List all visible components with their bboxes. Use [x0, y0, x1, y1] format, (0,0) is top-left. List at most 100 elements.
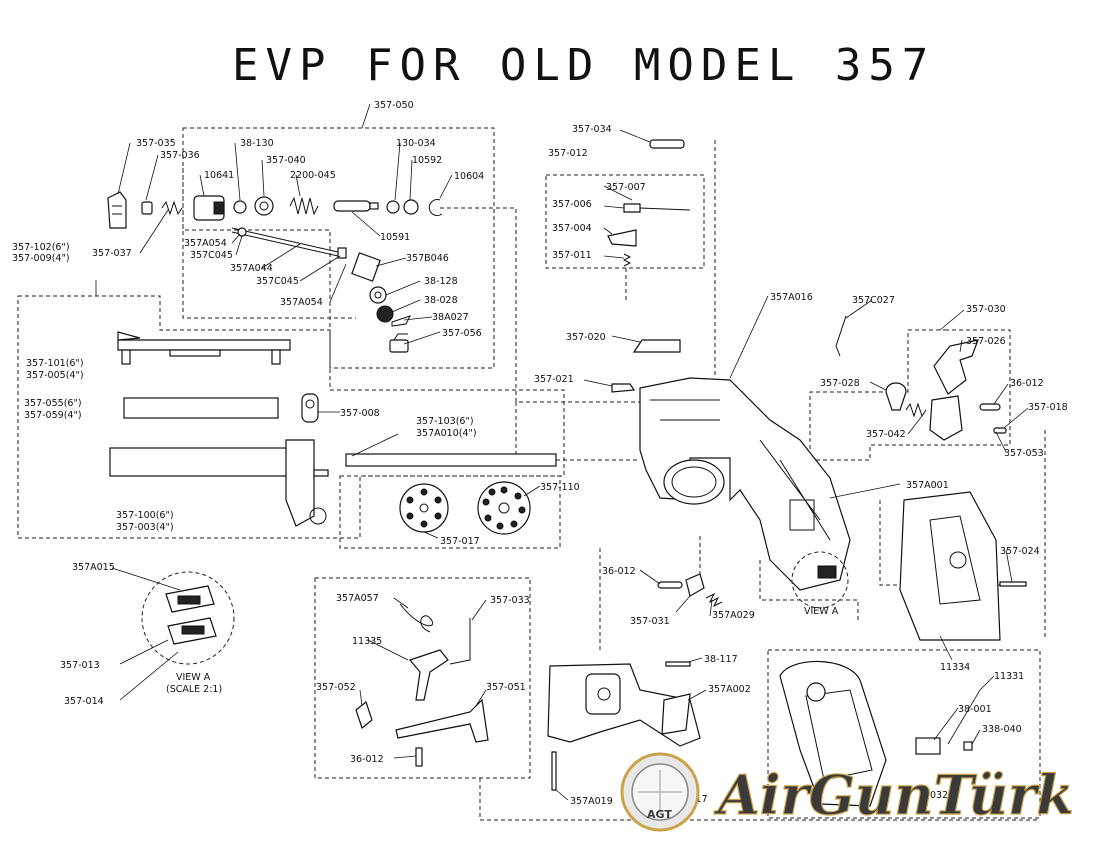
label-357-052: 357-052 [316, 682, 356, 693]
spring-357-037-icon [161, 200, 183, 216]
label-357C027: 357C027 [852, 295, 895, 306]
label-38-117: 38-117 [704, 654, 738, 665]
label-357-035: 357-035 [136, 138, 176, 149]
label-357-059: 357-059(4") [24, 410, 82, 421]
label-357A015: 357A015 [72, 562, 115, 573]
label-357-037: 357-037 [92, 248, 132, 259]
group-outline-handle [182, 168, 356, 319]
part-36-012-icon [657, 581, 683, 589]
label-357A029: 357A029 [712, 610, 755, 621]
label-10641: 10641 [204, 170, 234, 181]
label-357-051: 357-051 [486, 682, 526, 693]
label-view-a-caption: VIEW A [176, 672, 211, 683]
label-357-009: 357-009(4") [12, 253, 70, 264]
label-357-040: 357-040 [266, 155, 306, 166]
part-357-004-icon [607, 229, 637, 247]
part-357-018-icon [929, 395, 963, 441]
part-357-100-icon [109, 439, 329, 527]
label-357-028: 357-028 [820, 378, 860, 389]
label-357B046: 357B046 [406, 253, 449, 264]
part-357-020-icon [632, 339, 681, 353]
label-357-101: 357-101(6") [26, 358, 84, 369]
watermark-badge-text: AGT [647, 808, 672, 821]
label-357-007: 357-007 [606, 182, 646, 193]
view-a-inset [141, 571, 235, 665]
part-36-012-pin-icon [979, 403, 1001, 411]
label-357-021: 357-021 [534, 374, 574, 385]
spring-357-011-icon [622, 253, 632, 267]
part-357-101-icon [117, 331, 291, 365]
part-11334-grip-icon [899, 491, 1001, 641]
label-357-013: 357-013 [60, 660, 100, 671]
label-357-004: 357-004 [552, 223, 592, 234]
label-38-128: 38-128 [424, 276, 458, 287]
label-36-012-c: 36-012 [350, 754, 384, 765]
label-357-056: 357-056 [442, 328, 482, 339]
part-357A002-icon [547, 663, 701, 747]
label-357-026: 357-026 [966, 336, 1006, 347]
part-357A019-screw-icon [551, 751, 557, 791]
part-38-130-icon [233, 200, 247, 214]
label-357A016: 357A016 [770, 292, 813, 303]
label-357-003: 357-003(4") [116, 522, 174, 533]
label-2200-045: 2200-045 [290, 170, 336, 181]
label-357-008: 357-008 [340, 408, 380, 419]
label-357A010: 357A010(4") [416, 428, 477, 439]
part-357-035-icon [107, 191, 127, 229]
part-10604-icon [428, 199, 443, 217]
part-36-012-trigger-pin-icon [415, 747, 423, 767]
label-357-055: 357-055(6") [24, 398, 82, 409]
label-357-017: 357-017 [440, 536, 480, 547]
label-11335: 11335 [352, 636, 382, 647]
part-10592-icon [403, 199, 419, 215]
group-outline-357-017 [339, 475, 561, 549]
part-357C027-icon [835, 315, 847, 357]
part-357-008-icon [301, 393, 319, 423]
spring-357-042-icon [905, 402, 927, 418]
group-outline-357-102 [17, 295, 565, 539]
label-38A027: 38A027 [432, 312, 469, 323]
part-357-036-icon [141, 201, 153, 215]
part-130-034-icon [386, 200, 400, 214]
part-357-040-icon [254, 196, 274, 216]
label-357-042: 357-042 [866, 429, 906, 440]
group-outline-357-012 [545, 174, 705, 269]
spring-357A029-icon [705, 592, 723, 608]
part-357-028-icon [885, 382, 907, 411]
label-357-102: 357-102(6") [12, 242, 70, 253]
label-10591: 10591 [380, 232, 410, 243]
label-357A054-b: 357A054 [280, 297, 323, 308]
part-357-024-screw-icon [999, 581, 1027, 587]
label-357A019: 357A019 [570, 796, 613, 807]
part-357-031-icon [685, 573, 705, 597]
label-130-034: 130-034 [396, 138, 436, 149]
label-357-018: 357-018 [1028, 402, 1068, 413]
part-357-021-icon [611, 383, 636, 393]
part-38-117-screw-icon [665, 661, 691, 667]
watermark-brand-text: AirGunTürk [713, 763, 1074, 827]
part-357-052-icon [355, 700, 373, 730]
label-357-020: 357-020 [566, 332, 606, 343]
label-357A044: 357A044 [230, 263, 273, 274]
label-10604: 10604 [454, 171, 484, 182]
label-357C045-b: 357C045 [256, 276, 299, 287]
part-357A016-frame-icon [639, 377, 851, 591]
label-38-001: 38-001 [958, 704, 992, 715]
label-357-036: 357-036 [160, 150, 200, 161]
label-357A002: 357A002 [708, 684, 751, 695]
watermark-logo: AGT AirGunTürk [620, 752, 1074, 832]
label-view-a-scale: (SCALE 2:1) [166, 684, 222, 695]
label-357-103: 357-103(6") [416, 416, 474, 427]
label-view-a: VIEW A [804, 606, 839, 617]
part-38-128-icon [369, 286, 387, 304]
part-10641-icon [193, 195, 225, 221]
part-357C045-icon [337, 247, 347, 259]
part-357-103-icon [345, 453, 557, 467]
label-032: 032 [930, 790, 948, 801]
part-38-001-icon [915, 737, 941, 755]
diagram-title: EVP FOR OLD MODEL 357 [232, 40, 935, 91]
label-36-012-b: 36-012 [602, 566, 636, 577]
label-357-033: 357-033 [490, 595, 530, 606]
label-357-050: 357-050 [374, 100, 414, 111]
